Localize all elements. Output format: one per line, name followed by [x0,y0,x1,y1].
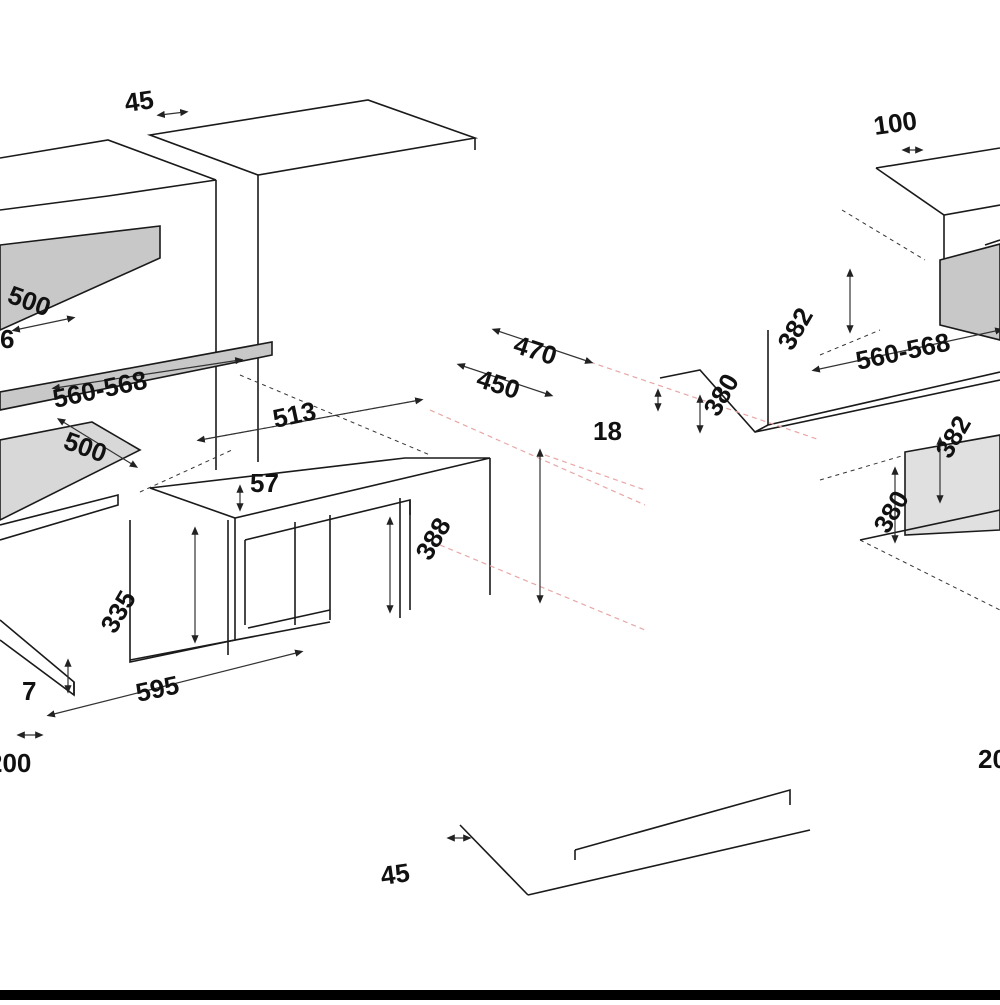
label-clearance-left: 200 [0,748,31,778]
label-clearance-right: 20 [978,744,1000,774]
dimension-lines [11,108,1000,842]
label-bottom-gap: 45 [379,857,412,891]
label-oven-width: 595 [133,670,182,708]
bottom-bar [0,990,1000,1000]
right-upper-cutout [939,243,1000,341]
label-top-gap-right: 100 [872,105,919,141]
label-panel-height: 335 [94,585,142,638]
label-oven-height: 388 [409,512,457,565]
dashed-guides [139,209,1000,611]
label-depth-outer: 470 [510,329,561,371]
pink-guides [429,361,821,631]
label-panel-width: 513 [270,396,319,434]
right-cabinet [459,147,1000,896]
label-left-edge: 6 [0,324,14,354]
label-inner-gap: 57 [250,468,279,498]
label-cutout-width-right: 560-568 [853,327,953,376]
upper-cutout [0,225,161,331]
label-side-offset: 18 [593,416,622,446]
label-top-gap-left: 45 [123,84,156,118]
label-cutout-width-left: 560-568 [50,365,150,414]
label-base-offset: 7 [22,676,36,706]
label-depth-inner: 450 [473,363,524,405]
right-lower-cutout [904,434,1000,536]
label-niche-height-upper: 382 [771,302,819,355]
